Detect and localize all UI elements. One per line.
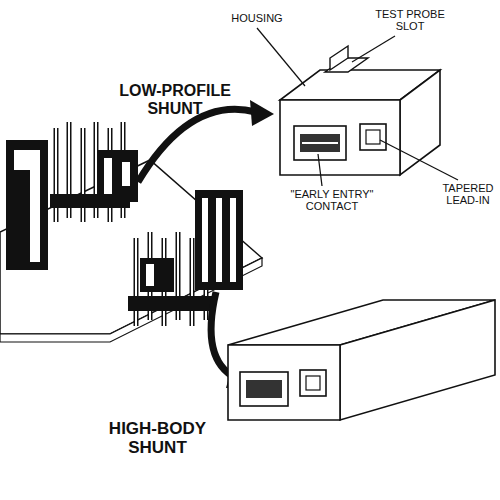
housing-front (228, 345, 340, 420)
shunt-stripe (216, 198, 222, 282)
part-label: TEST PROBE SLOT (370, 8, 450, 32)
shunt-opening (146, 264, 154, 286)
housing-side (340, 300, 495, 420)
leader-line (318, 154, 322, 186)
shunt-stripe (230, 198, 236, 282)
contact-opening (240, 372, 288, 406)
high-body-shunt (195, 190, 243, 290)
part-label: HOUSING (222, 12, 292, 24)
tapered-lead-in (306, 376, 320, 390)
low-profile-shunt (98, 150, 138, 202)
tapered-lead-in (366, 130, 380, 144)
shunt-stripe (202, 198, 208, 282)
housing-front (280, 100, 400, 175)
shunt-opening (14, 150, 40, 262)
header-base (128, 296, 216, 311)
part-title: HIGH-BODY SHUNT (85, 420, 230, 457)
early-entry-contact (246, 380, 282, 398)
contact-opening (294, 126, 346, 160)
leader-line (257, 28, 305, 86)
leader-line (352, 36, 395, 62)
callout-arrow (138, 109, 256, 182)
part-label: "EARLY ENTRY" CONTACT (282, 188, 382, 212)
test-probe-tab (330, 46, 348, 70)
tapered-lead-in (360, 124, 386, 150)
shunt-opening (122, 162, 130, 186)
high-body-shunt (6, 140, 48, 270)
leader-line (380, 140, 458, 180)
arrow-head (250, 100, 274, 126)
early-entry-contact (300, 134, 340, 152)
housing-side (400, 70, 440, 175)
part-label: TAPERED LEAD-IN (436, 182, 500, 206)
contact-detail (302, 142, 338, 144)
shunt-opening (104, 158, 112, 194)
tapered-lead-in (300, 370, 326, 396)
part-title: LOW-PROFILE SHUNT (100, 82, 250, 117)
low-profile-shunt (140, 258, 174, 292)
